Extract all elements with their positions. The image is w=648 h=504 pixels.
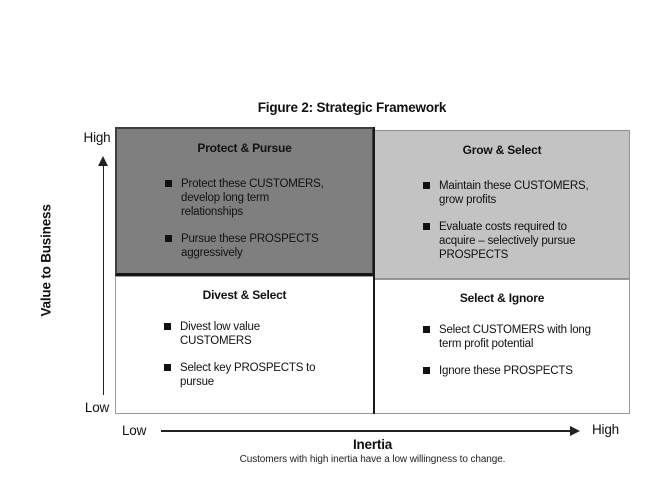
x-axis-arrowhead-icon <box>570 426 580 436</box>
bullet-square-icon <box>423 223 430 230</box>
y-axis-title: Value to Business <box>38 204 54 317</box>
quadrant-grow-select: Grow & Select Maintain these CUSTOMERS, … <box>374 130 630 279</box>
quadrant-divest-select: Divest & Select Divest low value CUSTOME… <box>115 276 374 414</box>
bullet-list: Maintain these CUSTOMERS, grow profits E… <box>375 179 629 262</box>
bullet-square-icon <box>164 364 171 371</box>
bullet-square-icon <box>165 235 172 242</box>
x-axis-low-label: Low <box>122 423 147 438</box>
bullet-square-icon <box>423 182 430 189</box>
bullet-text: Protect these CUSTOMERS, develop long te… <box>181 178 324 218</box>
quadrant-select-ignore: Select & Ignore Select CUSTOMERS with lo… <box>374 279 630 414</box>
bullet-text: Select key PROSPECTS to pursue <box>180 362 316 388</box>
y-axis-low-label: Low <box>84 400 110 415</box>
figure-title: Figure 2: Strategic Framework <box>257 100 447 115</box>
quadrant-title: Select & Ignore <box>459 291 545 305</box>
bullet-square-icon <box>164 323 171 330</box>
bullet-square-icon <box>423 367 430 374</box>
quadrant-title: Divest & Select <box>202 288 287 302</box>
bullet-text: Pursue these PROSPECTS aggressively <box>181 233 319 259</box>
list-item: Protect these CUSTOMERS, develop long te… <box>165 177 362 219</box>
list-item: Divest low value CUSTOMERS <box>164 320 363 348</box>
x-axis-line <box>161 430 571 432</box>
bullet-square-icon <box>165 180 172 187</box>
bullet-list: Divest low value CUSTOMERS Select key PR… <box>116 320 373 389</box>
x-axis-high-label: High <box>592 422 619 437</box>
bullet-list: Protect these CUSTOMERS, develop long te… <box>117 177 372 260</box>
matrix-vertical-divider <box>373 127 375 414</box>
quadrant-protect-pursue: Protect & Pursue Protect these CUSTOMERS… <box>115 127 374 276</box>
x-axis-title: Inertia <box>352 437 393 452</box>
list-item: Pursue these PROSPECTS aggressively <box>165 232 362 260</box>
quadrant-title: Grow & Select <box>462 143 542 157</box>
quadrant-title: Protect & Pursue <box>197 141 292 155</box>
list-item: Select key PROSPECTS to pursue <box>164 361 363 389</box>
bullet-text: Select CUSTOMERS with long term profit p… <box>439 324 591 350</box>
list-item: Select CUSTOMERS with long term profit p… <box>423 323 619 351</box>
list-item: Maintain these CUSTOMERS, grow profits <box>423 179 619 207</box>
bullet-square-icon <box>423 326 430 333</box>
bullet-text: Evaluate costs required to acquire – sel… <box>439 221 576 261</box>
list-item: Ignore these PROSPECTS <box>423 364 619 378</box>
y-axis-high-label: High <box>83 130 111 145</box>
bullet-text: Divest low value CUSTOMERS <box>180 321 260 347</box>
bullet-list: Select CUSTOMERS with long term profit p… <box>375 323 629 378</box>
y-axis-line <box>102 165 104 395</box>
bullet-text: Maintain these CUSTOMERS, grow profits <box>439 180 589 206</box>
y-axis-arrowhead-icon <box>98 156 108 166</box>
x-axis-caption: Customers with high inertia have a low w… <box>239 454 506 465</box>
bullet-text: Ignore these PROSPECTS <box>439 365 573 377</box>
list-item: Evaluate costs required to acquire – sel… <box>423 220 619 262</box>
